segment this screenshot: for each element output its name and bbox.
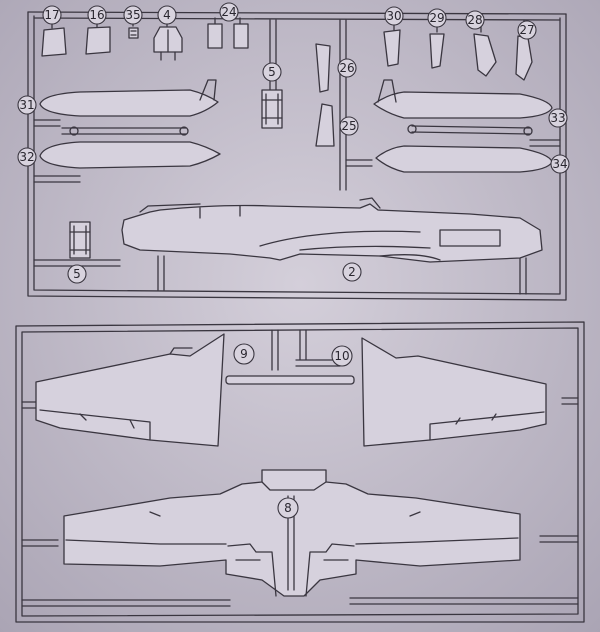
part-9-wing-upper-left <box>35 333 225 447</box>
callout-9: 9 <box>233 343 255 365</box>
callout-17: 17 <box>42 5 62 25</box>
callout-25: 25 <box>339 116 359 136</box>
part-28-fin-piece <box>473 33 497 77</box>
part-8-lower-wing <box>63 469 521 597</box>
part-24-panels <box>207 23 249 49</box>
callout-10: 10 <box>331 345 353 367</box>
callout-27: 27 <box>517 20 537 40</box>
part-33-drop-tank-half <box>373 79 553 136</box>
callout-30: 30 <box>384 6 404 26</box>
callout-5-upper-label: 5 <box>268 65 276 79</box>
part-32-drop-tank-half <box>39 141 221 169</box>
callout-9-label: 9 <box>240 347 248 361</box>
callout-32-label: 32 <box>19 150 34 164</box>
callout-24-label: 24 <box>221 5 236 19</box>
sprue-frame-lower <box>15 321 585 623</box>
callout-16: 16 <box>87 5 107 25</box>
callout-26-label: 26 <box>339 61 354 75</box>
callout-34: 34 <box>550 154 570 174</box>
callout-35: 35 <box>123 5 143 25</box>
part-25-panel <box>315 103 335 147</box>
callout-30-label: 30 <box>386 9 401 23</box>
callout-5-lower: 5 <box>67 264 87 284</box>
runner-bar-9-10 <box>225 375 355 385</box>
callout-5-lower-label: 5 <box>73 267 81 281</box>
callout-34-label: 34 <box>552 157 567 171</box>
callout-16-label: 16 <box>89 8 104 22</box>
part-16-canopy-glass <box>85 26 111 55</box>
callout-28: 28 <box>465 10 485 30</box>
part-5-bracket-lower <box>69 221 91 259</box>
callout-25-label: 25 <box>341 119 356 133</box>
part-34-drop-tank-half <box>375 145 553 173</box>
callout-17-label: 17 <box>44 8 59 22</box>
part-30-tail-piece <box>383 29 401 67</box>
callout-2-label: 2 <box>348 265 356 279</box>
part-10-wing-upper-right <box>361 337 547 447</box>
callout-4-label: 4 <box>163 8 171 22</box>
callout-24: 24 <box>219 2 239 22</box>
callout-31-label: 31 <box>19 98 34 112</box>
callout-29: 29 <box>427 8 447 28</box>
part-4-engine-detail <box>153 26 183 61</box>
callout-8: 8 <box>277 497 299 519</box>
part-2-fuselage-half <box>121 197 543 263</box>
part-35-small-detail <box>128 27 139 39</box>
callout-31: 31 <box>17 95 37 115</box>
callout-4: 4 <box>157 5 177 25</box>
part-29-tail-piece <box>429 33 445 69</box>
part-31-drop-tank-half <box>39 79 219 136</box>
callout-10-label: 10 <box>334 349 349 363</box>
callout-35-label: 35 <box>125 8 140 22</box>
callout-33: 33 <box>548 108 568 128</box>
callout-27-label: 27 <box>519 23 534 37</box>
part-26-panel <box>315 43 331 93</box>
callout-28-label: 28 <box>467 13 482 27</box>
callout-29-label: 29 <box>429 11 444 25</box>
callout-2: 2 <box>342 262 362 282</box>
part-17-canopy-glass <box>41 27 67 57</box>
part-5-bracket-upper <box>261 89 283 129</box>
callout-26: 26 <box>337 58 357 78</box>
callout-8-label: 8 <box>284 501 292 515</box>
callout-32: 32 <box>17 147 37 167</box>
callout-5-upper: 5 <box>262 62 282 82</box>
callout-33-label: 33 <box>550 111 565 125</box>
